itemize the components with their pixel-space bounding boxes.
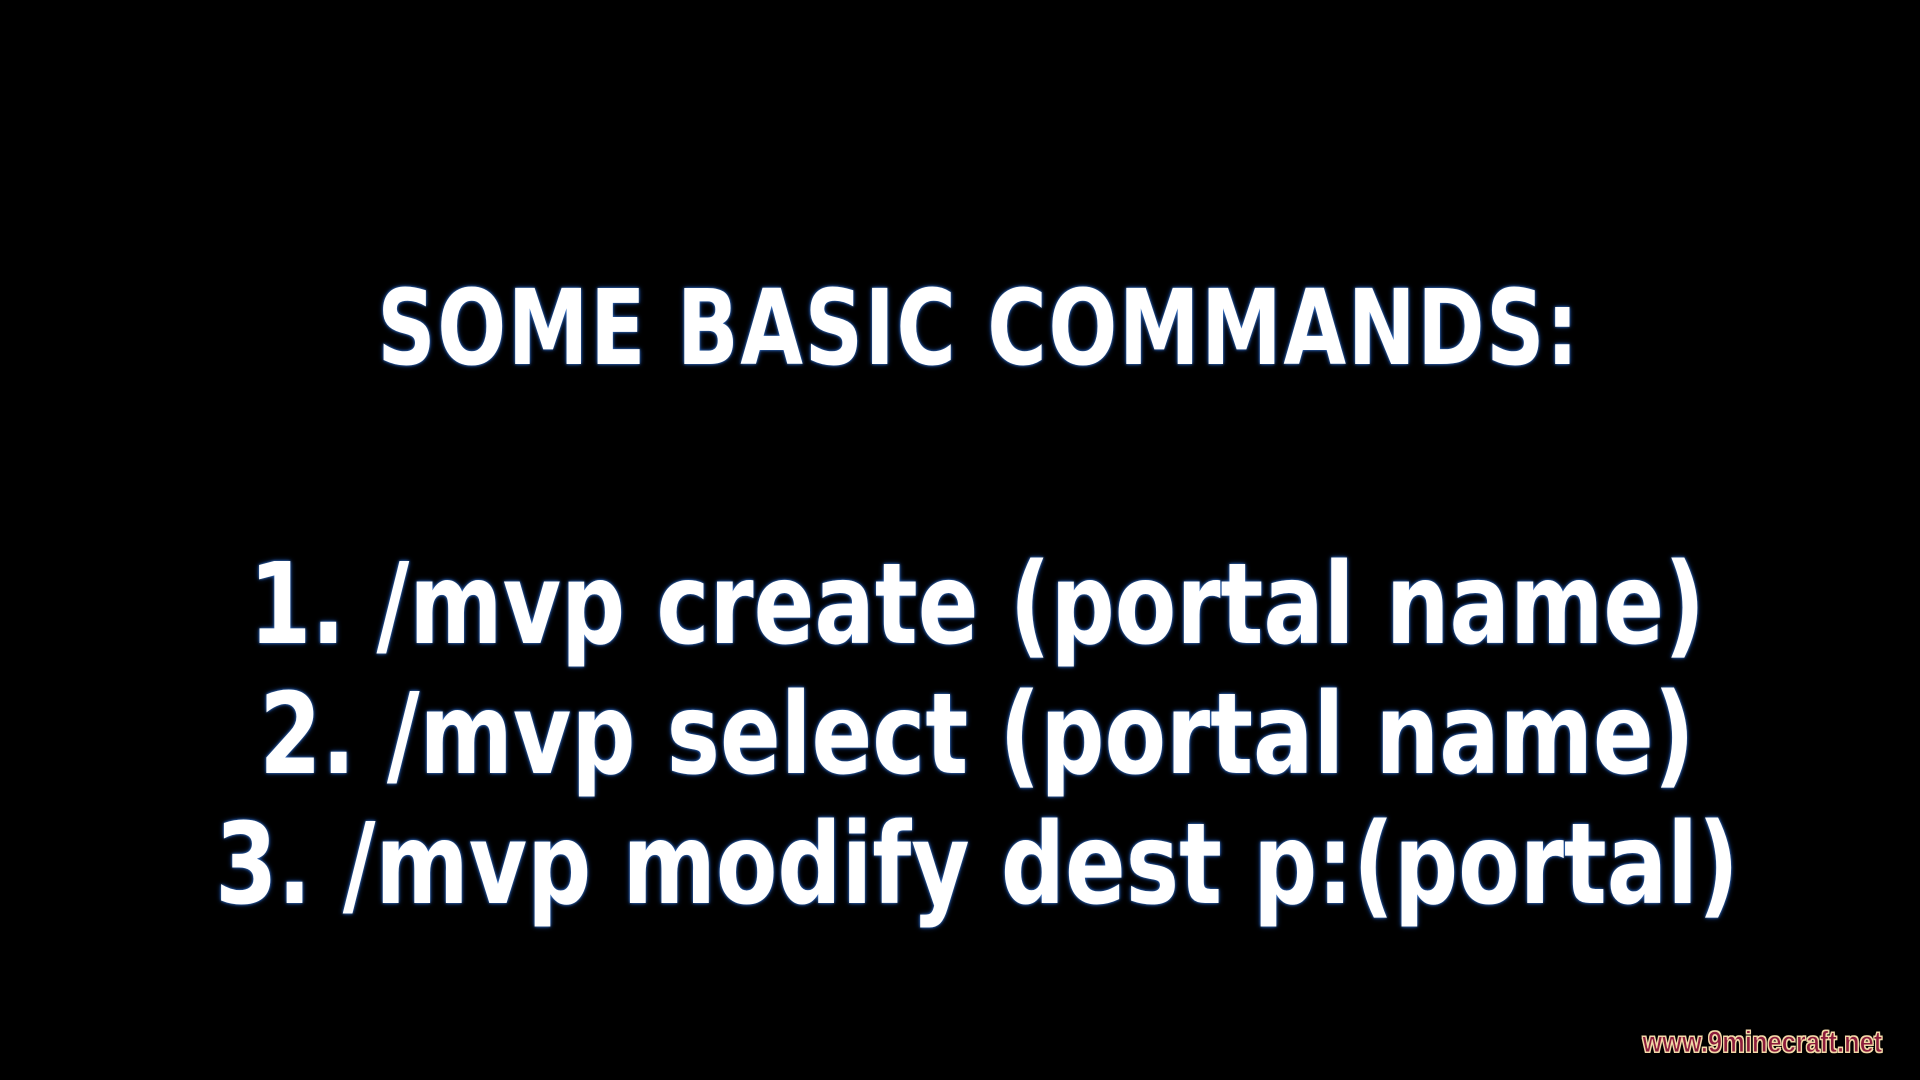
watermark: www.9minecraft.net	[1642, 1026, 1883, 1060]
command-item: 3. /mvp modify dest p:(portal)	[215, 800, 1739, 930]
command-item: 2. /mvp select (portal name)	[259, 670, 1695, 800]
heading: SOME BASIC COMMANDS:	[377, 267, 1581, 389]
command-item: 1. /mvp create (portal name)	[248, 540, 1706, 670]
command-list: 1. /mvp create (portal name) 2. /mvp sel…	[0, 540, 1920, 930]
